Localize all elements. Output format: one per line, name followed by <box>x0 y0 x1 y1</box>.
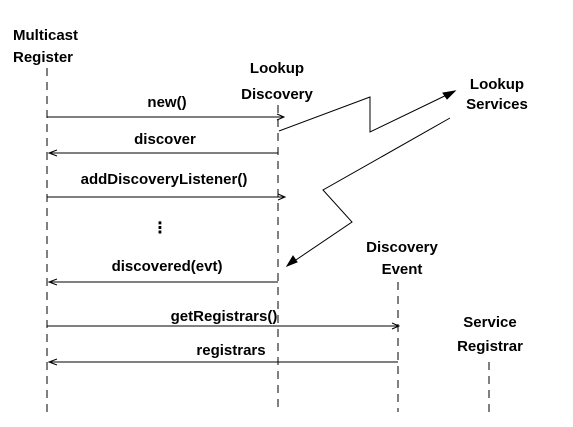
arrowhead-discovered <box>47 278 58 286</box>
message-new: new() <box>147 94 187 111</box>
message-registrars: registrars <box>196 342 266 359</box>
arrowhead-lightning-discovery <box>285 255 298 268</box>
arrowhead-lightning-services <box>442 90 457 100</box>
message-add-discovery-listener: addDiscoveryListener() <box>80 171 248 188</box>
participant-lookup-discovery: Lookup Discovery <box>241 60 313 103</box>
arrowhead-registrars <box>47 358 58 366</box>
arrowhead-discover <box>47 149 58 157</box>
lightning-arrow-to-discovery <box>286 117 451 267</box>
participant-service-registrar: Service Registrar <box>457 314 523 355</box>
arrowhead-new <box>276 113 286 121</box>
participant-multicast-register: Multicast Register <box>13 27 79 66</box>
message-discover: discover <box>134 131 196 148</box>
message-get-registrars: getRegistrars() <box>170 308 278 325</box>
participant-discovery-event: Discovery Event <box>366 239 438 278</box>
message-discovered: discovered(evt) <box>111 258 223 275</box>
lightning-arrow-to-services <box>278 90 456 133</box>
participant-lookup-services: Lookup Services <box>466 76 528 113</box>
arrowhead-get-registrars <box>391 322 401 330</box>
message-ellipsis: ⋮ <box>152 220 168 237</box>
arrowhead-add-listener <box>277 193 287 201</box>
